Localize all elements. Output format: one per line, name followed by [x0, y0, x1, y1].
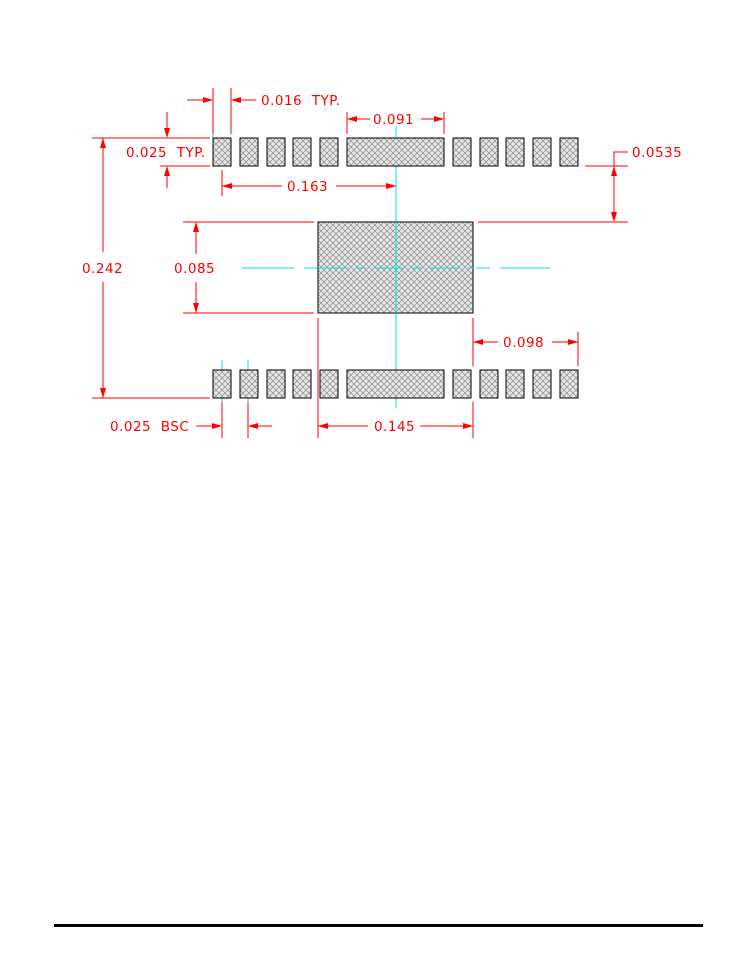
pad-bottom-tab	[346, 369, 445, 399]
dim-offset-0535: 0.0535	[478, 145, 682, 223]
pad-top-4	[292, 137, 312, 167]
dim-label-tab-width: 0.091	[373, 112, 414, 128]
pad-bottom-4	[292, 369, 312, 399]
pad-bottom-2	[239, 369, 259, 399]
bottom-pad-row	[212, 369, 579, 399]
pad-bottom-7	[479, 369, 499, 399]
pad-bottom-1	[212, 369, 232, 399]
pad-top-1	[212, 137, 232, 167]
pad-top-9	[532, 137, 552, 167]
pad-bottom-6	[452, 369, 472, 399]
pad-bottom-5	[319, 369, 339, 399]
pad-top-7	[479, 137, 499, 167]
dim-lead-length: 0.025 TYP.	[126, 112, 210, 188]
pad-top-tab	[346, 137, 445, 167]
top-pad-row	[212, 137, 579, 167]
footer-rule	[54, 924, 703, 927]
pad-bottom-3	[266, 369, 286, 399]
pad-top-10	[559, 137, 579, 167]
pad-top-6	[452, 137, 472, 167]
dim-label-0535: 0.0535	[632, 145, 682, 161]
pad-bottom-8	[505, 369, 525, 399]
dim-half-span: 0.163	[221, 170, 396, 196]
dim-label-half-span: 0.163	[287, 179, 328, 195]
dim-label-098: 0.098	[503, 335, 544, 351]
dim-overall-height: 0.242	[82, 137, 210, 399]
dim-label-thermal-width: 0.145	[374, 419, 415, 435]
pad-top-5	[319, 137, 339, 167]
pad-bottom-10	[559, 369, 579, 399]
dim-label-pitch: 0.025 BSC	[110, 419, 189, 435]
dim-tab-width: 0.091	[346, 112, 445, 134]
dim-lead-width: 0.016 TYP.	[187, 88, 341, 134]
pad-bottom-9	[532, 369, 552, 399]
dim-edge-098: 0.098	[472, 318, 579, 366]
pad-top-8	[505, 137, 525, 167]
dim-thermal-width: 0.145	[317, 318, 474, 438]
dim-label-thermal-height: 0.085	[174, 261, 215, 277]
dim-label-lead-width: 0.016 TYP.	[261, 93, 341, 109]
dim-label-overall-height: 0.242	[82, 261, 123, 277]
dim-pitch: 0.025 BSC	[110, 402, 272, 438]
dim-label-lead-length: 0.025 TYP.	[126, 145, 206, 161]
pad-top-2	[239, 137, 259, 167]
pad-top-3	[266, 137, 286, 167]
dim-thermal-height: 0.085	[174, 221, 314, 314]
